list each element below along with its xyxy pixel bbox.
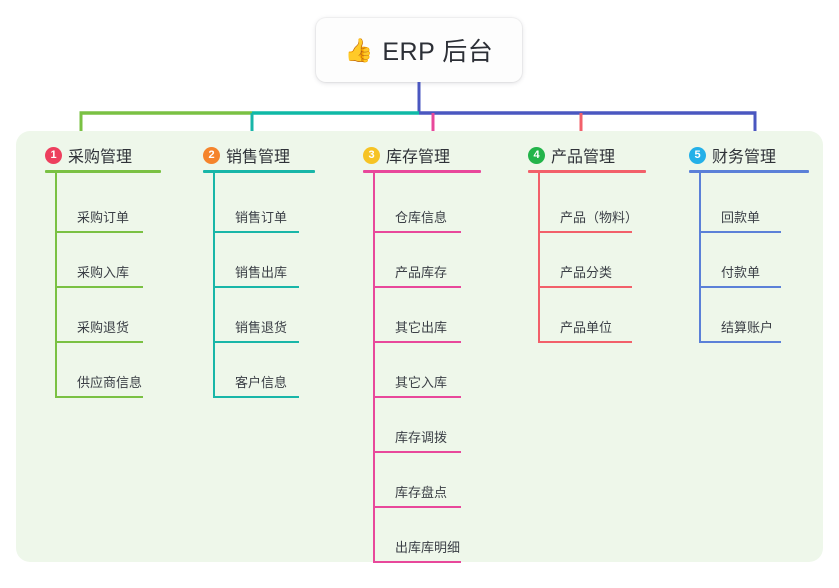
branch-number-badge: 1 <box>45 146 62 164</box>
leaf-node-label: 产品（物料） <box>560 210 639 225</box>
leaf-node[interactable]: 仓库信息 <box>373 193 477 233</box>
branch-underline <box>203 170 315 173</box>
branch-spine <box>538 172 540 343</box>
leaf-node-label: 库存盘点 <box>395 485 448 500</box>
leaf-node-label: 其它出库 <box>395 320 448 335</box>
branch-title: 采购管理 <box>68 149 133 166</box>
leaf-node[interactable]: 回款单 <box>699 193 797 233</box>
branch-underline <box>363 170 481 173</box>
leaf-node-label: 产品单位 <box>560 320 613 335</box>
branch-underline <box>689 170 809 173</box>
branch-number-badge: 2 <box>203 146 220 164</box>
leaf-node-underline <box>699 341 781 343</box>
branch-number-badge: 5 <box>689 146 706 164</box>
root-node[interactable]: 👍 ERP 后台 <box>316 18 522 82</box>
leaf-node-label: 产品分类 <box>560 265 613 280</box>
leaf-node[interactable]: 销售退货 <box>213 303 315 343</box>
leaf-node-label: 采购订单 <box>77 210 130 225</box>
leaf-node-underline <box>373 451 461 453</box>
leaf-node-underline <box>213 341 299 343</box>
branch-underline <box>45 170 161 173</box>
branch-title: 产品管理 <box>551 149 616 166</box>
leaf-node-label: 出库库明细 <box>395 540 461 555</box>
leaf-node[interactable]: 付款单 <box>699 248 797 288</box>
leaf-node-label: 回款单 <box>721 210 761 225</box>
leaf-node-label: 其它入库 <box>395 375 448 390</box>
leaf-node-label: 产品库存 <box>395 265 448 280</box>
leaf-node[interactable]: 采购入库 <box>55 248 159 288</box>
leaf-node-label: 仓库信息 <box>395 210 448 225</box>
leaf-node[interactable]: 产品库存 <box>373 248 477 288</box>
leaf-node-underline <box>55 231 143 233</box>
leaf-node-underline <box>55 286 143 288</box>
leaf-node-underline <box>538 341 632 343</box>
branch-title: 销售管理 <box>226 149 291 166</box>
branch-header-3[interactable]: 3 库存管理 <box>363 143 450 167</box>
leaf-node[interactable]: 库存调拨 <box>373 413 477 453</box>
branch-title: 库存管理 <box>386 149 451 166</box>
leaf-node[interactable]: 采购订单 <box>55 193 159 233</box>
branch-spine <box>699 172 701 343</box>
leaf-node-label: 采购退货 <box>77 320 130 335</box>
leaf-node-underline <box>373 286 461 288</box>
branch-title: 财务管理 <box>712 149 777 166</box>
leaf-node[interactable]: 采购退货 <box>55 303 159 343</box>
branch-header-5[interactable]: 5 财务管理 <box>689 143 776 167</box>
leaf-node[interactable]: 其它出库 <box>373 303 477 343</box>
branches-panel: 1 采购管理采购订单采购入库采购退货供应商信息 2 销售管理销售订单销售出库销售退货客… <box>16 131 823 563</box>
leaf-node-label: 销售出库 <box>235 265 288 280</box>
leaf-node-underline <box>373 396 461 398</box>
leaf-node-label: 客户信息 <box>235 375 288 390</box>
branch-header-2[interactable]: 2 销售管理 <box>203 143 290 167</box>
branch-underline <box>528 170 646 173</box>
branch-number-badge: 3 <box>363 146 380 164</box>
leaf-node[interactable]: 出库库明细 <box>373 523 477 563</box>
leaf-node[interactable]: 其它入库 <box>373 358 477 398</box>
branch-spine <box>373 172 375 563</box>
branch-header-4[interactable]: 4 产品管理 <box>528 143 615 167</box>
leaf-node-underline <box>55 396 143 398</box>
leaf-node-underline <box>213 286 299 288</box>
leaf-node[interactable]: 产品分类 <box>538 248 648 288</box>
leaf-node-underline <box>538 286 632 288</box>
branch-spine <box>55 172 57 398</box>
leaf-node-underline <box>538 231 632 233</box>
leaf-node[interactable]: 结算账户 <box>699 303 797 343</box>
leaf-node-underline <box>373 341 461 343</box>
leaf-node-label: 销售退货 <box>235 320 288 335</box>
leaf-node[interactable]: 库存盘点 <box>373 468 477 508</box>
branch-number-badge: 4 <box>528 146 545 164</box>
leaf-node[interactable]: 产品单位 <box>538 303 648 343</box>
root-node-content: 👍 ERP 后台 <box>345 32 494 68</box>
leaf-node-label: 付款单 <box>721 265 761 280</box>
leaf-node-underline <box>373 561 461 563</box>
leaf-node-underline <box>373 231 461 233</box>
leaf-node-label: 销售订单 <box>235 210 288 225</box>
leaf-node[interactable]: 产品（物料） <box>538 193 648 233</box>
branch-header-1[interactable]: 1 采购管理 <box>45 143 132 167</box>
leaf-node-label: 库存调拨 <box>395 430 448 445</box>
thumbs-up-icon: 👍 <box>344 36 374 63</box>
leaf-node-underline <box>213 231 299 233</box>
leaf-node-underline <box>699 231 781 233</box>
leaf-node[interactable]: 销售订单 <box>213 193 315 233</box>
leaf-node-underline <box>55 341 143 343</box>
leaf-node[interactable]: 供应商信息 <box>55 358 159 398</box>
leaf-node-label: 采购入库 <box>77 265 130 280</box>
leaf-node-underline <box>699 286 781 288</box>
leaf-node[interactable]: 销售出库 <box>213 248 315 288</box>
leaf-node-label: 结算账户 <box>721 320 774 335</box>
leaf-node-label: 供应商信息 <box>77 375 143 390</box>
leaf-node-underline <box>213 396 299 398</box>
branch-spine <box>213 172 215 398</box>
page-title: ERP 后台 <box>382 38 494 66</box>
leaf-node-underline <box>373 506 461 508</box>
leaf-node[interactable]: 客户信息 <box>213 358 315 398</box>
